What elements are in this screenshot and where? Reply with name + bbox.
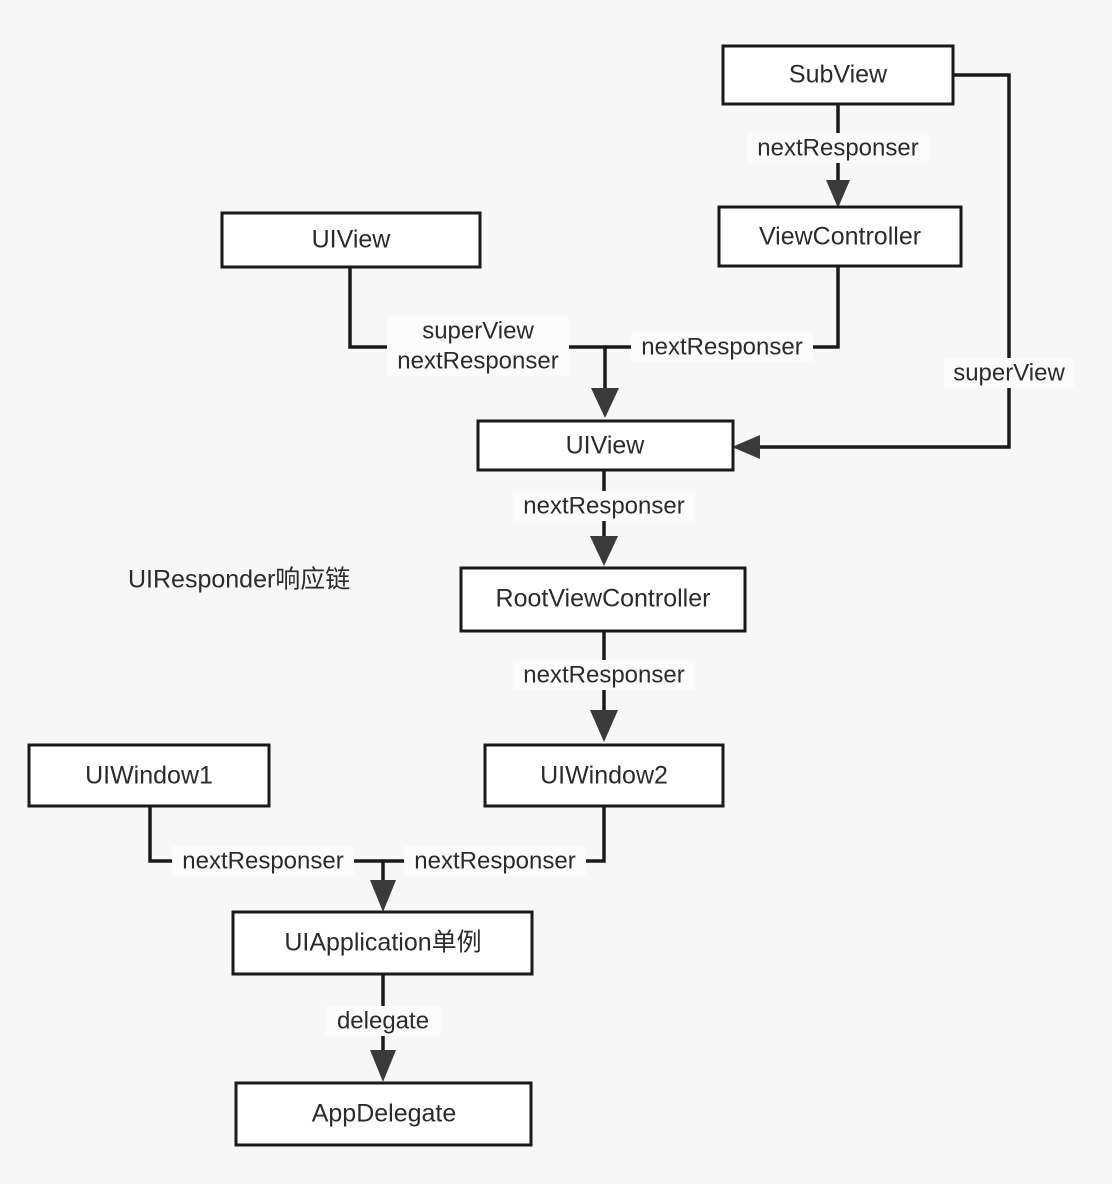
- node-uiwindow1[interactable]: UIWindow1: [27, 743, 271, 808]
- edge-label-text: nextResponser: [757, 134, 918, 161]
- edge-subview-to-uiview-superview: [732, 73, 1011, 459]
- node-label: UIWindow1: [85, 762, 213, 790]
- edge-label-text-line2: nextResponser: [397, 347, 558, 374]
- node-label: SubView: [789, 61, 888, 89]
- diagram-caption: UIResponder响应链: [128, 566, 350, 594]
- node-label: UIView: [566, 432, 646, 460]
- edge-label-uiwindow2-to-uiapplication: nextResponser: [404, 846, 586, 876]
- node-label: UIWindow2: [540, 762, 668, 790]
- edge-label-text: nextResponser: [182, 847, 343, 874]
- edge-label-text-line1: superView: [422, 317, 534, 344]
- node-label: ViewController: [759, 223, 921, 251]
- edge-label-rootviewcontroller-to-uiwindow2: nextResponser: [513, 660, 695, 690]
- node-uiwindow2[interactable]: UIWindow2: [483, 743, 725, 808]
- edge-label-text: nextResponser: [523, 661, 684, 688]
- node-viewcontroller[interactable]: ViewController: [717, 205, 963, 268]
- edge-label-text: nextResponser: [523, 492, 684, 519]
- node-uiview-top[interactable]: UIView: [220, 211, 482, 269]
- node-label: RootViewController: [496, 585, 711, 613]
- node-uiview-center[interactable]: UIView: [476, 419, 735, 472]
- edge-label-subview-to-uiview-superview: superView: [944, 358, 1074, 388]
- edge-label-uiapplication-to-appdelegate: delegate: [325, 1006, 441, 1036]
- edge-label-uiwindow1-to-uiapplication: nextResponser: [172, 846, 354, 876]
- edge-label-text: superView: [953, 359, 1065, 386]
- node-label: UIApplication单例: [284, 929, 481, 957]
- edge-label-text: nextResponser: [414, 847, 575, 874]
- node-appdelegate[interactable]: AppDelegate: [234, 1081, 533, 1147]
- node-label: AppDelegate: [312, 1100, 457, 1128]
- node-uiapplication[interactable]: UIApplication单例: [231, 910, 534, 976]
- edge-label-text: delegate: [337, 1007, 429, 1034]
- edge-label-subview-to-viewcontroller: nextResponser: [747, 133, 929, 163]
- edge-label-viewcontroller-to-uiview: nextResponser: [631, 332, 813, 362]
- edge-label-text: nextResponser: [641, 333, 802, 360]
- node-rootviewcontroller[interactable]: RootViewController: [459, 566, 747, 633]
- edge-label-uiview-center-to-rootviewcontroller: nextResponser: [513, 491, 695, 521]
- node-subview[interactable]: SubView: [721, 44, 955, 106]
- edge-label-uiview-top-to-uiview-center: superView nextResponser: [387, 316, 569, 376]
- node-label: UIView: [312, 226, 392, 254]
